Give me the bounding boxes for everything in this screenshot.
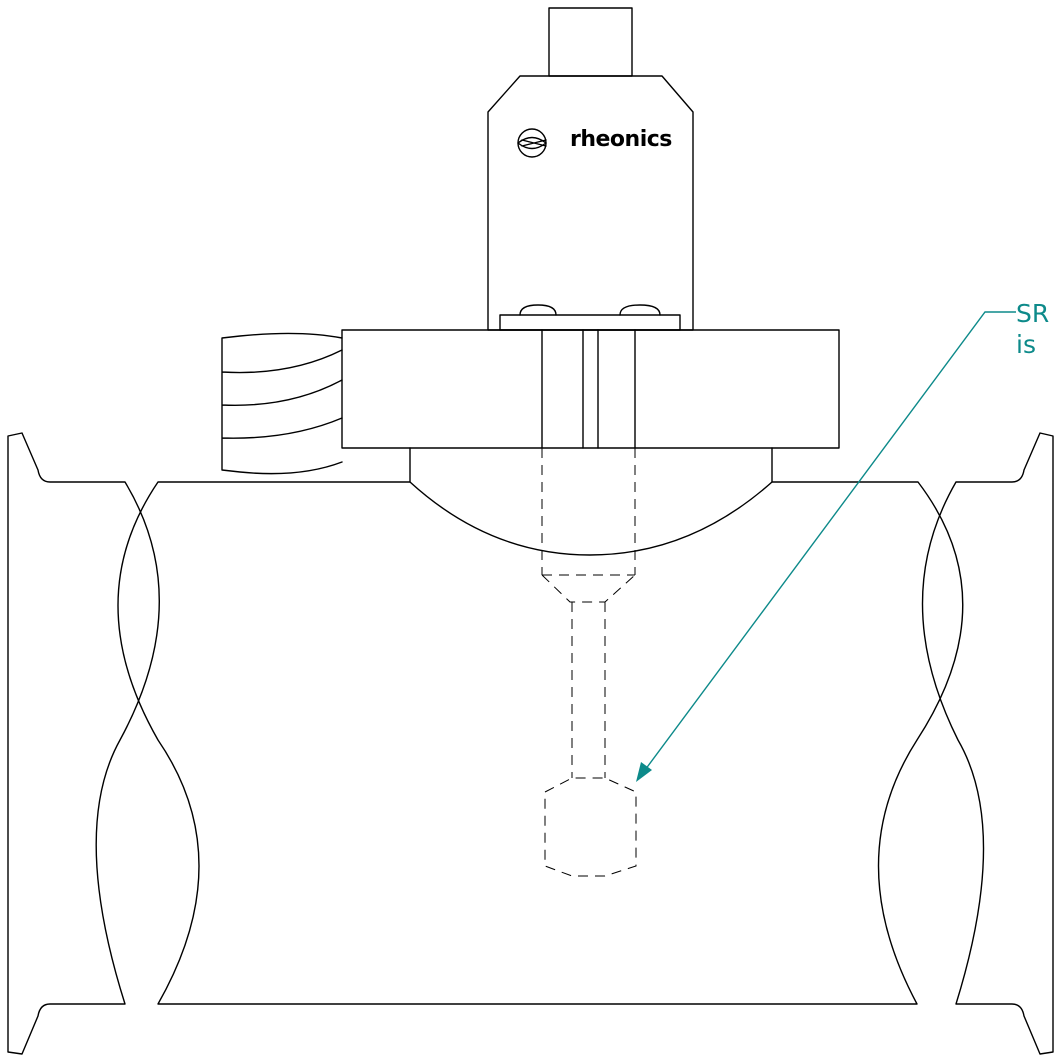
sensor-housing bbox=[487, 7, 694, 331]
brand-name: rheonics bbox=[570, 127, 672, 152]
clamp-handle bbox=[221, 332, 343, 475]
probe-hidden bbox=[541, 448, 637, 877]
pipe-body bbox=[7, 432, 1054, 1055]
callout-text: SR is bbox=[1016, 298, 1061, 360]
callout-line-2: is bbox=[1016, 330, 1036, 359]
callout-leader bbox=[636, 311, 1016, 782]
rheonics-logo-icon bbox=[517, 128, 547, 158]
left-flange bbox=[7, 432, 160, 1055]
mounting-boss bbox=[409, 447, 773, 483]
right-flange bbox=[921, 432, 1054, 1055]
clamp-block bbox=[221, 329, 840, 475]
callout-line-1: SR bbox=[1016, 299, 1050, 328]
pipe-outline bbox=[117, 481, 964, 1005]
